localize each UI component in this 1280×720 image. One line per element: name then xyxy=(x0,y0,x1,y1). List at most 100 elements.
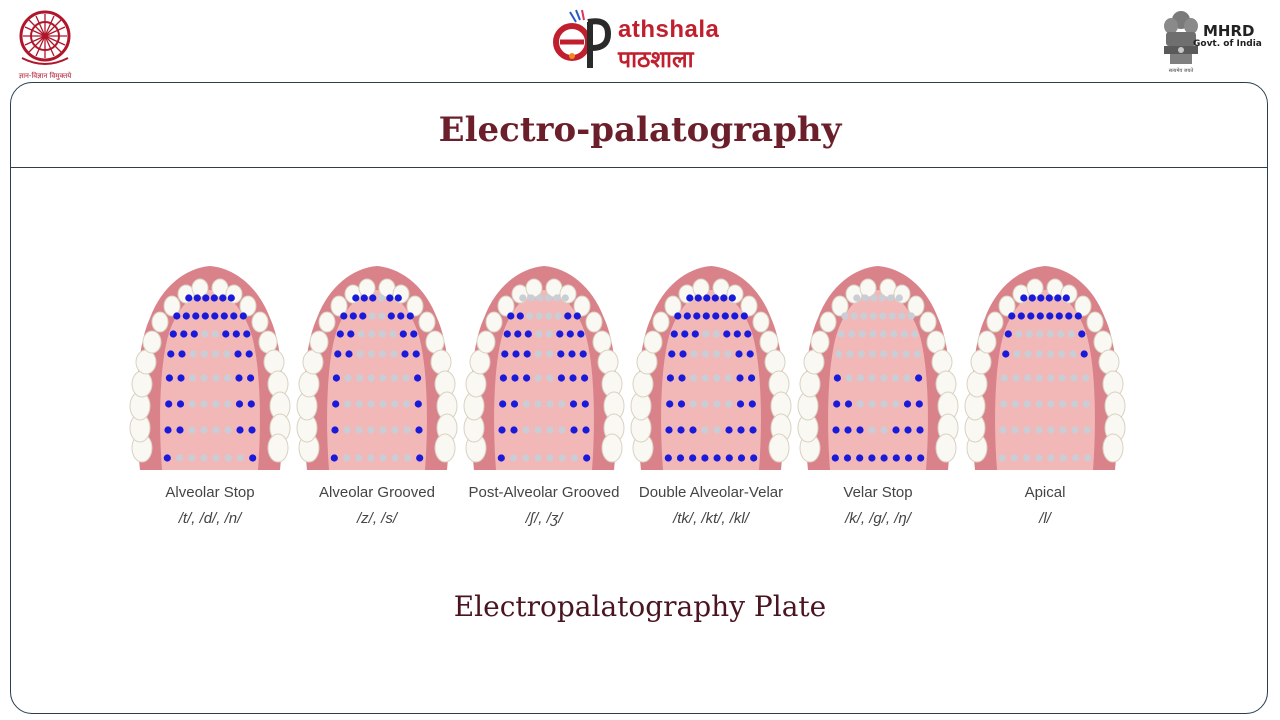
inactive-electrode xyxy=(558,426,566,434)
figure-caption: Electropalatography Plate xyxy=(453,590,827,623)
active-electrode xyxy=(677,400,686,408)
tooth xyxy=(267,433,289,463)
logo-text-latin: athshala xyxy=(618,16,720,43)
active-electrode xyxy=(916,426,924,434)
inactive-electrode xyxy=(391,454,399,462)
active-electrode xyxy=(503,330,511,338)
palate-diagram xyxy=(296,266,458,470)
active-electrode xyxy=(843,454,852,462)
inactive-electrode xyxy=(892,400,900,408)
tooth xyxy=(652,311,670,333)
tooth xyxy=(302,349,324,375)
tooth xyxy=(239,295,257,317)
active-electrode xyxy=(330,454,338,462)
tooth xyxy=(309,330,329,354)
inactive-electrode xyxy=(725,400,733,408)
inactive-electrode xyxy=(895,294,903,302)
tooth xyxy=(970,349,992,375)
active-electrode xyxy=(694,294,702,302)
tooth xyxy=(358,278,376,298)
inactive-electrode xyxy=(868,400,876,408)
inactive-electrode xyxy=(212,454,220,462)
active-electrode xyxy=(499,374,507,382)
inactive-electrode xyxy=(1024,374,1032,382)
inactive-electrode xyxy=(379,374,387,382)
active-electrode xyxy=(236,426,244,434)
inactive-electrode xyxy=(367,400,375,408)
tooth xyxy=(151,311,169,333)
active-electrode xyxy=(180,330,188,338)
active-electrode xyxy=(737,454,746,462)
inactive-electrode xyxy=(378,330,386,338)
inactive-electrode xyxy=(344,374,352,382)
active-electrode xyxy=(665,426,673,434)
inactive-electrode xyxy=(1023,400,1031,408)
active-electrode xyxy=(579,350,587,358)
active-electrode xyxy=(833,400,841,408)
inactive-electrode xyxy=(1084,454,1092,462)
inactive-electrode xyxy=(1047,426,1055,434)
plate-post-alveolar-grooved: Post-Alveolar Grooved /ʃ/, /ʒ/ xyxy=(462,258,626,538)
active-electrode xyxy=(723,330,731,338)
inactive-electrode xyxy=(857,350,865,358)
active-electrode xyxy=(728,294,736,302)
active-electrode xyxy=(844,426,852,434)
active-electrode xyxy=(185,294,193,302)
plate-phonemes: /t/, /d/, /n/ xyxy=(178,510,242,527)
inactive-electrode xyxy=(845,374,853,382)
palate-diagram xyxy=(797,266,959,470)
tooth xyxy=(601,433,623,463)
tooth xyxy=(142,330,162,354)
inactive-electrode xyxy=(1000,374,1008,382)
active-electrode xyxy=(523,350,531,358)
active-electrode xyxy=(222,330,230,338)
tooth xyxy=(298,370,320,398)
active-electrode xyxy=(406,312,414,320)
inactive-electrode xyxy=(212,350,220,358)
active-electrode xyxy=(740,312,748,320)
active-electrode xyxy=(749,426,757,434)
inactive-electrode xyxy=(1035,426,1043,434)
active-electrode xyxy=(1065,312,1073,320)
tooth xyxy=(664,295,682,317)
active-electrode xyxy=(582,426,590,434)
active-electrode xyxy=(169,330,177,338)
active-electrode xyxy=(232,330,240,338)
plate-phonemes: /ʃ/, /ʒ/ xyxy=(525,510,563,527)
active-electrode xyxy=(892,454,900,462)
inactive-electrode xyxy=(545,312,553,320)
inactive-electrode xyxy=(200,374,208,382)
tooth xyxy=(935,433,957,463)
inactive-electrode xyxy=(848,330,856,338)
inactive-electrode xyxy=(713,426,721,434)
epg-figure: Alveolar Stop /t/, /d/, /n/ Alveolar Gro… xyxy=(128,258,1138,548)
inactive-electrode xyxy=(880,426,888,434)
inactive-electrode xyxy=(544,294,552,302)
palate-diagram xyxy=(964,266,1126,470)
tooth xyxy=(131,370,153,398)
active-electrode xyxy=(401,350,409,358)
tooth xyxy=(525,278,543,298)
inactive-electrode xyxy=(212,426,220,434)
tooth xyxy=(768,433,790,463)
active-electrode xyxy=(235,374,243,382)
tooth xyxy=(318,311,336,333)
inactive-electrode xyxy=(545,330,553,338)
inactive-electrode xyxy=(200,350,208,358)
active-electrode xyxy=(1074,312,1082,320)
inactive-electrode xyxy=(713,374,721,382)
inactive-electrode xyxy=(188,400,196,408)
active-electrode xyxy=(721,312,729,320)
tooth xyxy=(859,278,877,298)
inactive-electrode xyxy=(1058,350,1066,358)
inactive-electrode xyxy=(561,294,569,302)
active-electrode xyxy=(177,374,185,382)
active-electrode xyxy=(581,374,589,382)
plate-apical: Apical /l/ xyxy=(963,258,1127,538)
active-electrode xyxy=(173,312,181,320)
inactive-electrode xyxy=(1047,454,1055,462)
inactive-electrode xyxy=(546,400,554,408)
tooth xyxy=(330,295,348,317)
active-electrode xyxy=(414,400,422,408)
inactive-electrode xyxy=(200,454,208,462)
